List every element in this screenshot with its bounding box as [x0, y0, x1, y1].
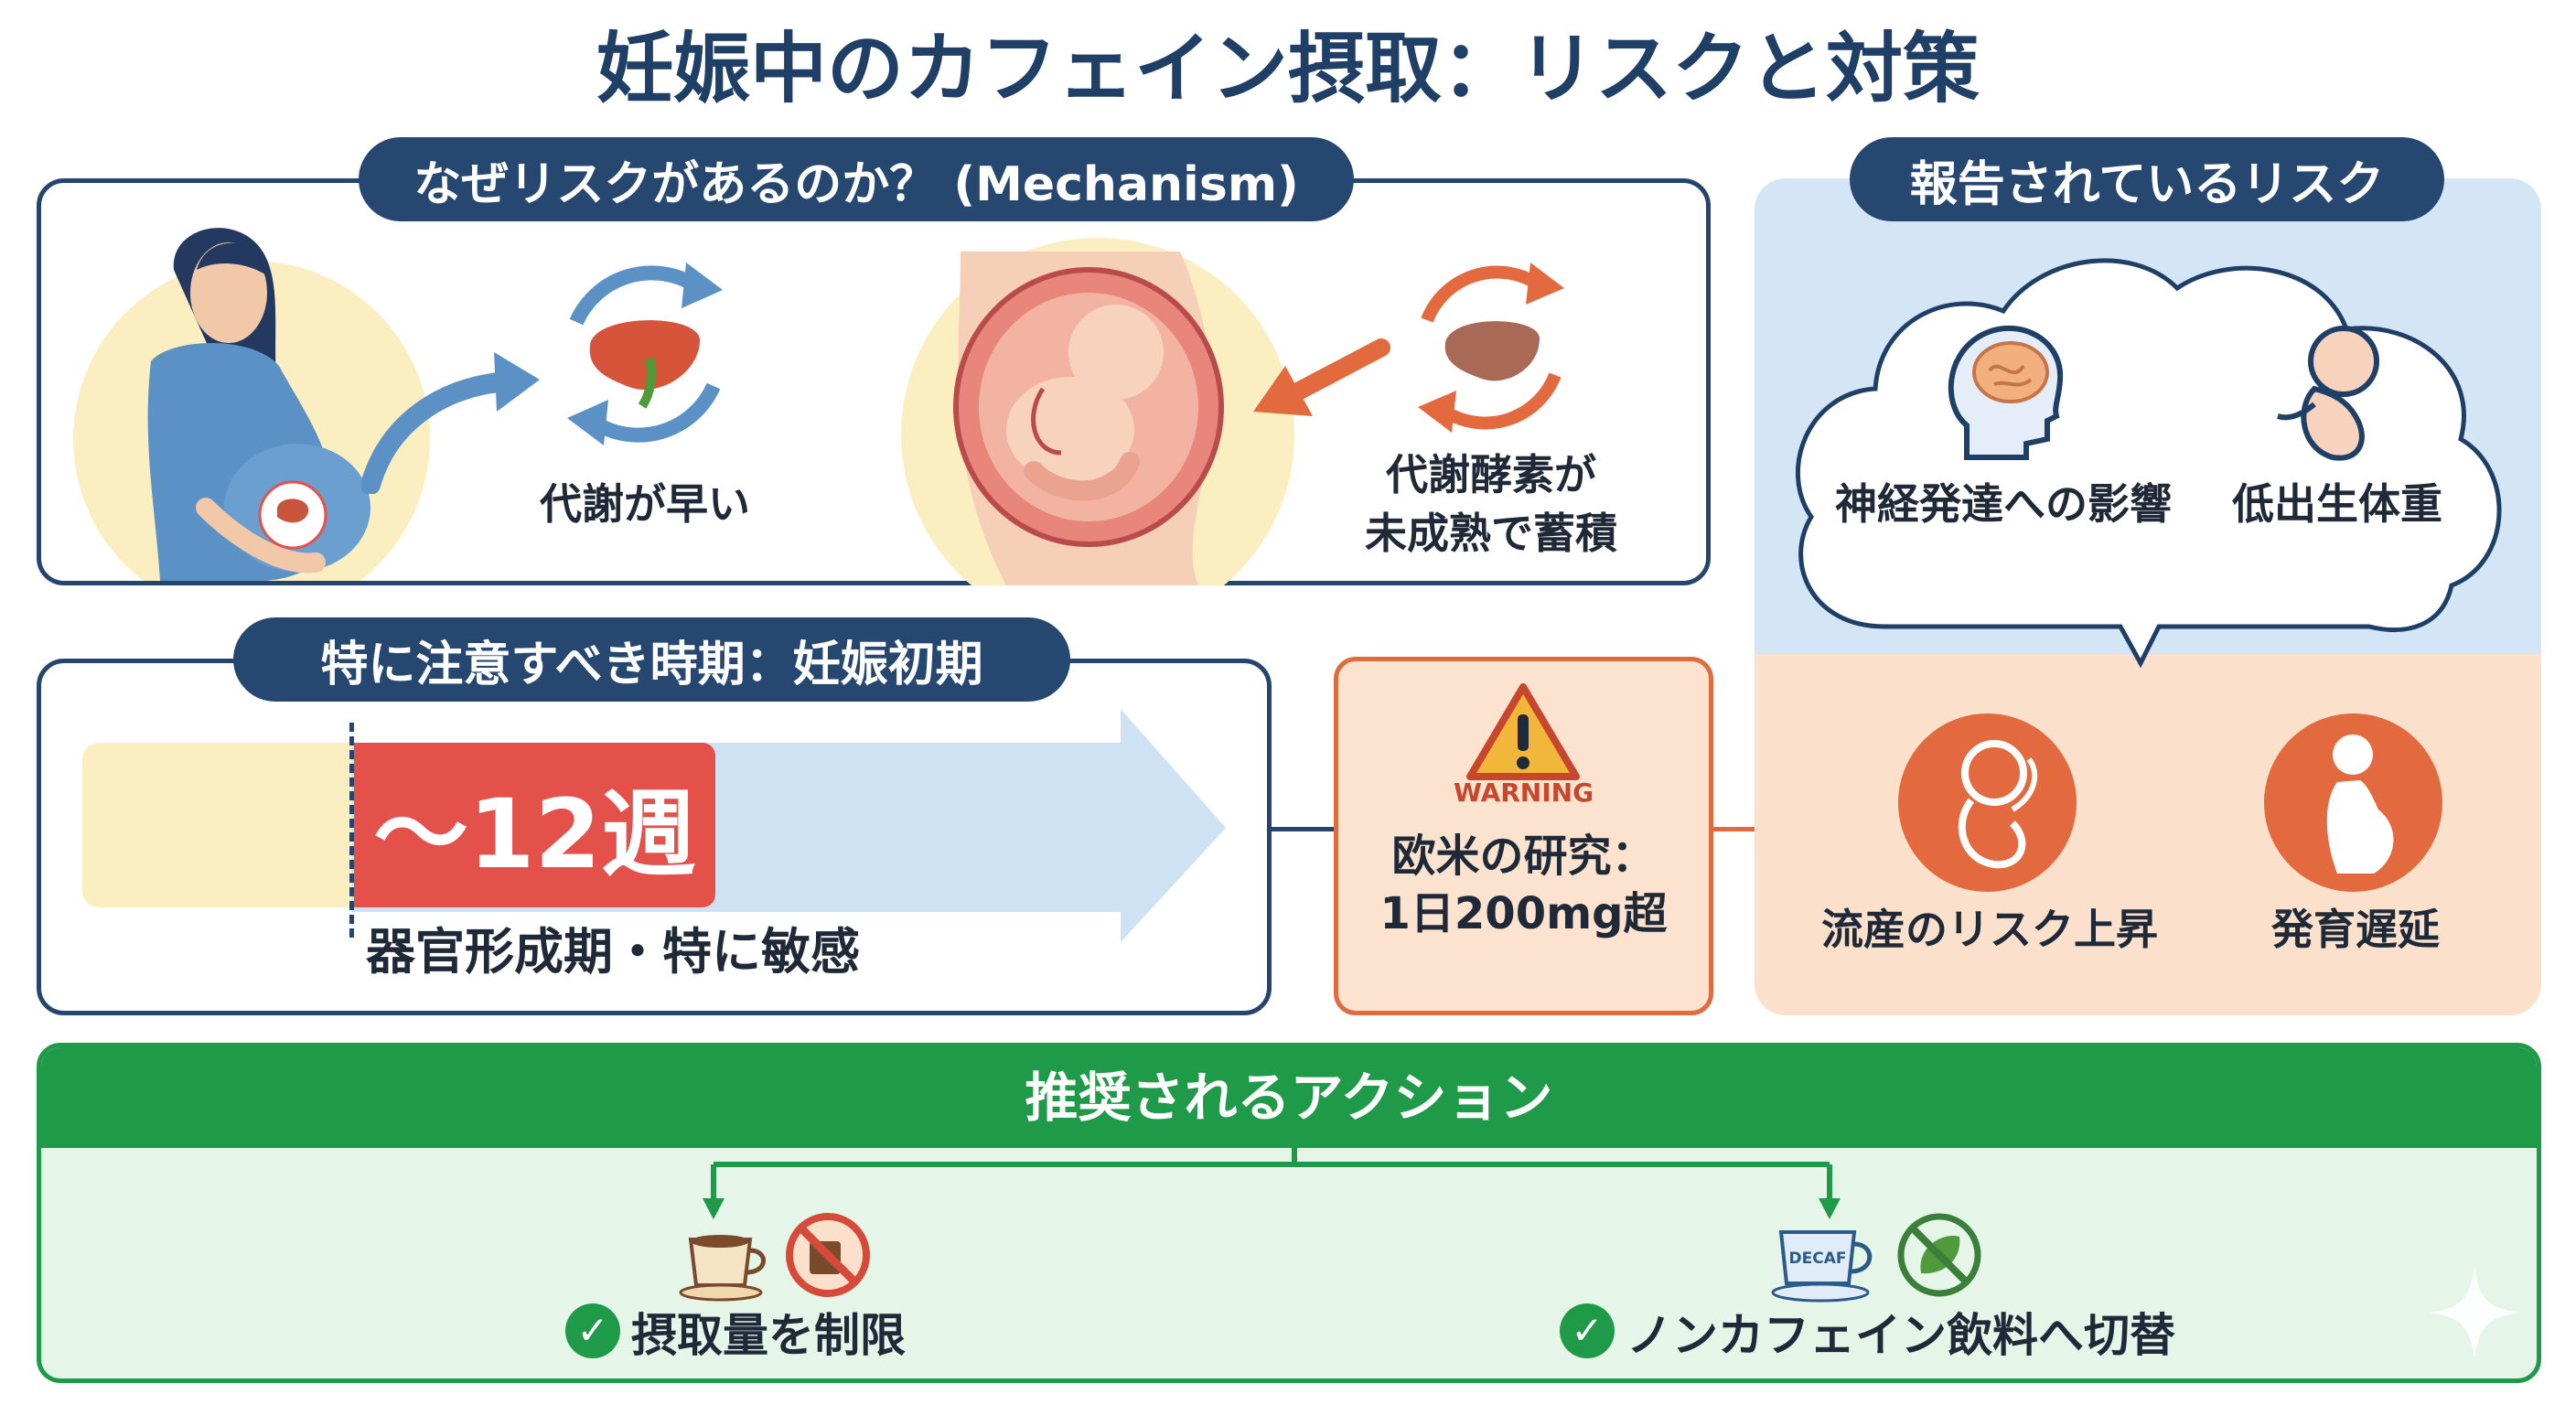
mother-metabolism-label: 代謝が早い — [540, 479, 750, 529]
warning-line-2: 1日200mg超 — [1379, 888, 1668, 939]
period-caption: 器官形成期・特に敏感 — [366, 923, 860, 981]
check-icon-limit: ✓ — [565, 1303, 620, 1358]
risk-label-low-weight: 低出生体重 — [2232, 479, 2442, 529]
decaf-cup-icon: DECAF — [1771, 1230, 1873, 1303]
timeline-early-band — [82, 743, 357, 907]
warning-triangle-icon — [1466, 683, 1580, 780]
week-highlight-box: 〜12週 — [354, 743, 715, 907]
actions-heading: 推奨されるアクション — [41, 1047, 2537, 1148]
risk-label-neuro: 神経発達への影響 — [1835, 479, 2172, 529]
fetus-icon-miscarriage — [1958, 740, 2038, 869]
fetus-enzyme-label-1: 代謝酵素が — [1386, 450, 1596, 499]
decaf-label: DECAF — [1789, 1249, 1847, 1268]
warning-badge-text: WARNING — [1453, 778, 1594, 808]
no-coffee-icon — [786, 1213, 870, 1297]
connector-line-left — [1272, 827, 1334, 831]
arrow-to-liver — [361, 352, 540, 494]
week-label: 〜12週 — [373, 778, 696, 890]
pregnant-mother-illustration — [73, 228, 430, 581]
liver-cycle-icon — [567, 263, 723, 445]
page-title: 妊娠中のカフェイン摂取：リスクと対策 — [596, 24, 1980, 113]
action-branch-arrows — [703, 1139, 1841, 1219]
risks-heading: 報告されているリスク — [1850, 137, 2444, 221]
timeline-marker-line — [349, 723, 354, 938]
sparkle-icon — [2429, 1267, 2520, 1358]
fetus-icon-low-weight — [2277, 326, 2379, 461]
actions-panel: 推奨されるアクション — [37, 1043, 2541, 1383]
action-label-limit: 摂取量を制限 — [631, 1309, 906, 1362]
fetus-enzyme-label-2: 未成熟で蓄積 — [1365, 509, 1617, 558]
risks-cloud — [1796, 258, 2502, 669]
pregnant-silhouette-icon — [2326, 735, 2394, 874]
risk-label-growth-delay: 発育遅延 — [2271, 905, 2440, 954]
action-label-switch: ノンカフェイン飲料へ切替 — [1626, 1309, 2175, 1362]
connector-line-right — [1711, 827, 1791, 831]
mechanism-heading: なぜリスクがあるのか？ (Mechanism) — [359, 137, 1354, 221]
no-tea-leaf-icon — [1897, 1213, 1981, 1297]
coffee-cup-icon — [679, 1235, 766, 1302]
brain-head-icon — [1948, 325, 2064, 460]
fetus-in-womb-illustration — [901, 238, 1294, 585]
risk-label-miscarriage: 流産のリスク上昇 — [1821, 905, 2158, 954]
immature-liver-icon — [1418, 263, 1564, 433]
warning-line-1: 欧米の研究： — [1391, 831, 1656, 882]
check-icon-switch: ✓ — [1560, 1303, 1615, 1358]
arrow-to-fetus — [1253, 338, 1390, 416]
period-heading: 特に注意すべき時期：妊娠初期 — [233, 617, 1070, 702]
